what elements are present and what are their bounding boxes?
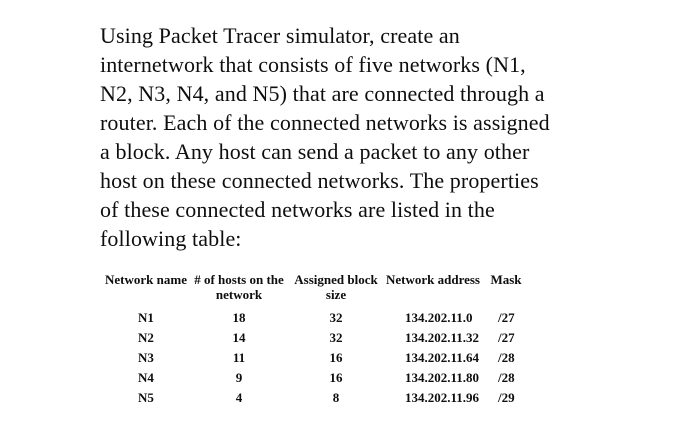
header-line: Mask <box>490 272 522 287</box>
header-line: Assigned block <box>294 272 378 287</box>
header-network-name: Network name <box>103 272 189 308</box>
cell-network-name: N4 <box>138 370 154 385</box>
cell-num-hosts: 18 <box>232 310 246 325</box>
cell-network-name: N1 <box>138 310 154 325</box>
cell-mask: /28 <box>498 370 515 385</box>
table-row: N5 4 8 134.202.11.96 /29 <box>103 388 529 408</box>
network-properties-table: Network name # of hosts on the network A… <box>103 272 529 408</box>
cell-network-name: N2 <box>138 330 154 345</box>
cell-num-hosts: 4 <box>235 390 243 405</box>
cell-block-size: 8 <box>332 390 340 405</box>
cell-network-address: 134.202.11.64 <box>405 350 480 365</box>
cell-block-size: 32 <box>329 310 343 325</box>
header-network-address: Network address <box>383 272 483 308</box>
cell-network-address: 134.202.11.96 <box>405 390 480 405</box>
table-row: N3 11 16 134.202.11.64 /28 <box>103 348 529 368</box>
header-num-hosts: # of hosts on the network <box>189 272 289 308</box>
cell-network-address: 134.202.11.32 <box>405 330 480 345</box>
question-line: N2, N3, N4, and N5) that are connected t… <box>100 81 545 106</box>
question-line: router. Each of the connected networks i… <box>100 110 550 135</box>
question-line: host on these connected networks. The pr… <box>100 168 539 193</box>
cell-network-address: 134.202.11.0 <box>405 310 473 325</box>
cell-block-size: 16 <box>329 370 343 385</box>
header-mask: Mask <box>483 272 529 308</box>
question-line: of these connected networks are listed i… <box>100 197 495 222</box>
cell-mask: /29 <box>498 390 515 405</box>
question-line: a block. Any host can send a packet to a… <box>100 139 530 164</box>
question-line: Using Packet Tracer simulator, create an <box>100 23 460 48</box>
table-row: N4 9 16 134.202.11.80 /28 <box>103 368 529 388</box>
question-line: internetwork that consists of five netwo… <box>100 52 526 77</box>
header-line: size <box>325 287 347 302</box>
cell-mask: /27 <box>498 310 515 325</box>
header-line: network <box>215 287 263 302</box>
cell-num-hosts: 14 <box>232 330 246 345</box>
cell-block-size: 16 <box>329 350 343 365</box>
header-assigned-block-size: Assigned block size <box>289 272 383 308</box>
question-text: Using Packet Tracer simulator, create an… <box>100 21 640 253</box>
header-line: # of hosts on the <box>194 272 284 287</box>
table-row: N2 14 32 134.202.11.32 /27 <box>103 328 529 348</box>
cell-mask: /27 <box>498 330 515 345</box>
cell-network-name: N5 <box>138 390 154 405</box>
header-line: Network name <box>105 272 187 287</box>
cell-mask: /28 <box>498 350 515 365</box>
question-line: following table: <box>100 226 242 251</box>
table-row: N1 18 32 134.202.11.0 /27 <box>103 308 529 328</box>
cell-num-hosts: 11 <box>232 350 246 365</box>
header-line: Network address <box>385 272 480 287</box>
cell-network-address: 134.202.11.80 <box>405 370 480 385</box>
cell-num-hosts: 9 <box>235 370 243 385</box>
cell-block-size: 32 <box>329 330 343 345</box>
table-header-row: Network name # of hosts on the network A… <box>103 272 529 308</box>
cell-network-name: N3 <box>138 350 154 365</box>
